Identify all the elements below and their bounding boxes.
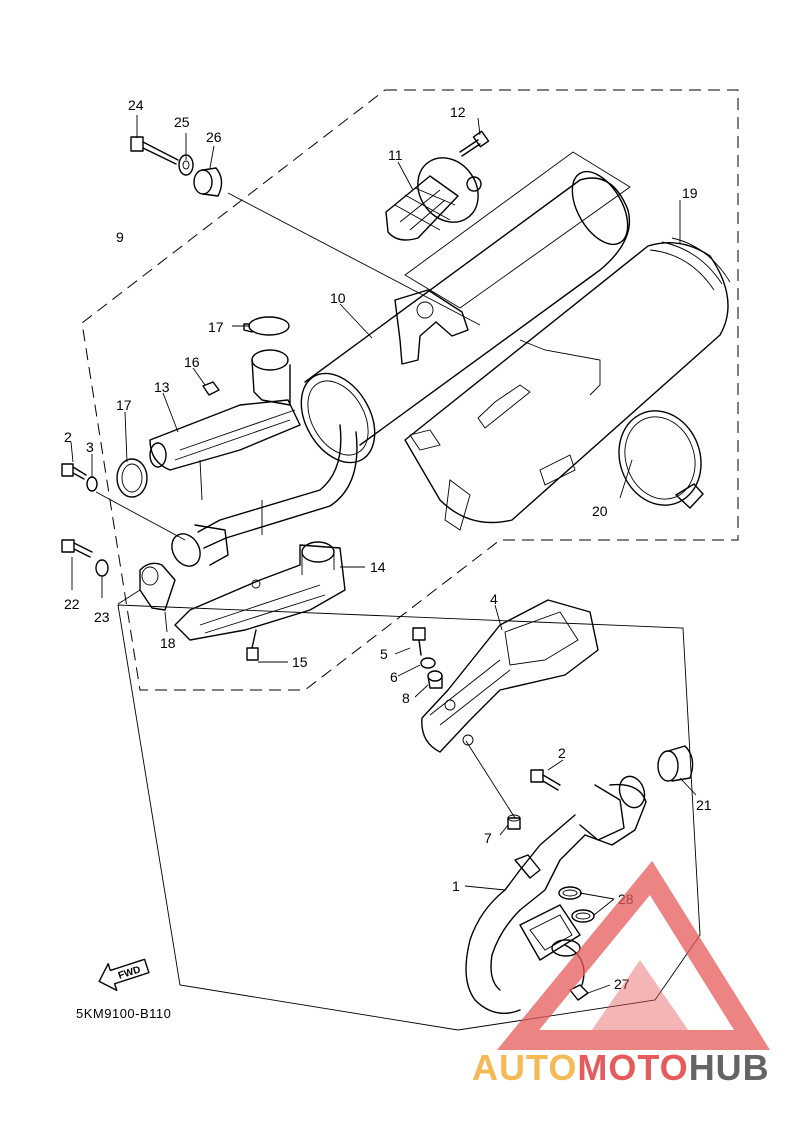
spark-arrester-frame (404, 151, 631, 309)
callout-23: 23 (94, 609, 110, 625)
callout-20: 20 (592, 503, 608, 519)
callout-17-lower: 17 (116, 397, 132, 413)
silencer-pipe-13 (149, 349, 301, 471)
callout-9: 9 (116, 229, 124, 245)
callout-1: 1 (452, 878, 460, 894)
triangle-logo-icon (496, 860, 771, 1050)
gaskets-28 (558, 886, 595, 923)
watermark-auto: AUTO (472, 1047, 577, 1088)
diagram-code: 5KM9100-B110 (76, 1006, 171, 1021)
callout-12: 12 (450, 104, 466, 120)
callout-5: 5 (380, 646, 388, 662)
assembly-boundary-muffler (81, 89, 739, 691)
callout-15: 15 (292, 654, 308, 670)
callout-3: 3 (86, 439, 94, 455)
callout-2-upper: 2 (64, 429, 72, 445)
watermark-moto: MOTO (577, 1047, 688, 1088)
callout-18: 18 (160, 635, 176, 651)
callout-16: 16 (184, 354, 200, 370)
spark-arrester (385, 157, 482, 241)
gasket-21 (657, 745, 694, 782)
callout-21: 21 (696, 797, 712, 813)
exhaust-header (465, 775, 647, 1014)
callout-8: 8 (402, 690, 410, 706)
nut-16 (202, 381, 220, 396)
svg-text:AUTOMOTOHUB: AUTOMOTOHUB (472, 1047, 770, 1088)
heat-protector-14 (174, 541, 346, 641)
exhaust-pipe-protector (421, 599, 599, 753)
callout-25: 25 (174, 114, 190, 130)
washer-23 (95, 559, 109, 577)
bolt-5 (412, 627, 426, 656)
watermark-hub: HUB (689, 1047, 770, 1088)
muffler-heat-protector (404, 237, 731, 531)
clamp-band (618, 410, 704, 509)
callout-19: 19 (682, 185, 698, 201)
callout-11: 11 (388, 147, 403, 163)
bolt-22 (61, 539, 93, 558)
callout-4: 4 (490, 591, 498, 607)
callout-14: 14 (370, 559, 386, 575)
clamp-18 (139, 562, 176, 611)
assembly-outline-header (117, 604, 701, 1031)
nut-7 (507, 814, 521, 830)
bolt-2-upper (61, 463, 87, 480)
washer-3 (86, 476, 98, 492)
callout-6: 6 (390, 669, 398, 685)
clamp-17-upper (243, 316, 290, 336)
callout-numbers: 1 2 2 3 4 5 6 7 8 9 10 11 12 13 14 15 16… (64, 97, 712, 992)
muffler-body (300, 170, 631, 464)
damper-26 (193, 167, 223, 197)
bolt-24 (130, 136, 179, 165)
watermark: AUTOMOTOHUB (472, 860, 771, 1088)
fwd-arrow: FWD (98, 958, 150, 992)
bolt-15 (246, 629, 259, 661)
callout-17-upper: 17 (208, 319, 224, 335)
callout-13: 13 (154, 379, 170, 395)
callout-2-lower: 2 (558, 745, 566, 761)
callout-27: 27 (614, 976, 630, 992)
leader-lines (70, 115, 697, 994)
muffler-inlet-pipe (171, 424, 358, 567)
clamp-17-lower (116, 458, 148, 498)
callout-22: 22 (64, 596, 80, 612)
callout-26: 26 (206, 129, 222, 145)
bolt-2-lower (530, 769, 561, 791)
bolt-12 (459, 130, 490, 157)
washer-6 (420, 657, 436, 669)
callout-10: 10 (330, 290, 346, 306)
callout-24: 24 (128, 97, 144, 113)
callout-7: 7 (484, 830, 492, 846)
collar-8 (427, 670, 443, 689)
